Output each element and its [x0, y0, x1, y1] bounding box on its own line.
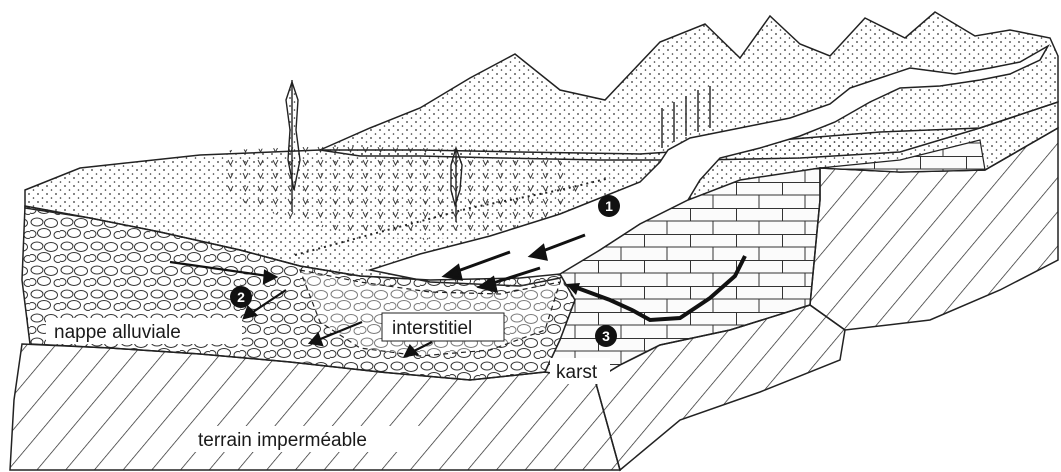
- alluvial-label: nappe alluviale: [54, 322, 181, 343]
- marker-3: 3: [595, 325, 617, 347]
- impermeable-label: terrain imperméable: [198, 430, 367, 451]
- marker-3-text: 3: [602, 328, 610, 344]
- marker-2: 2: [230, 286, 252, 308]
- marker-1: 1: [598, 195, 620, 217]
- marker-1-text: 1: [605, 198, 613, 214]
- interstitial-label: interstitiel: [392, 318, 472, 339]
- marker-2-text: 2: [237, 289, 245, 305]
- karst-label: karst: [556, 362, 598, 383]
